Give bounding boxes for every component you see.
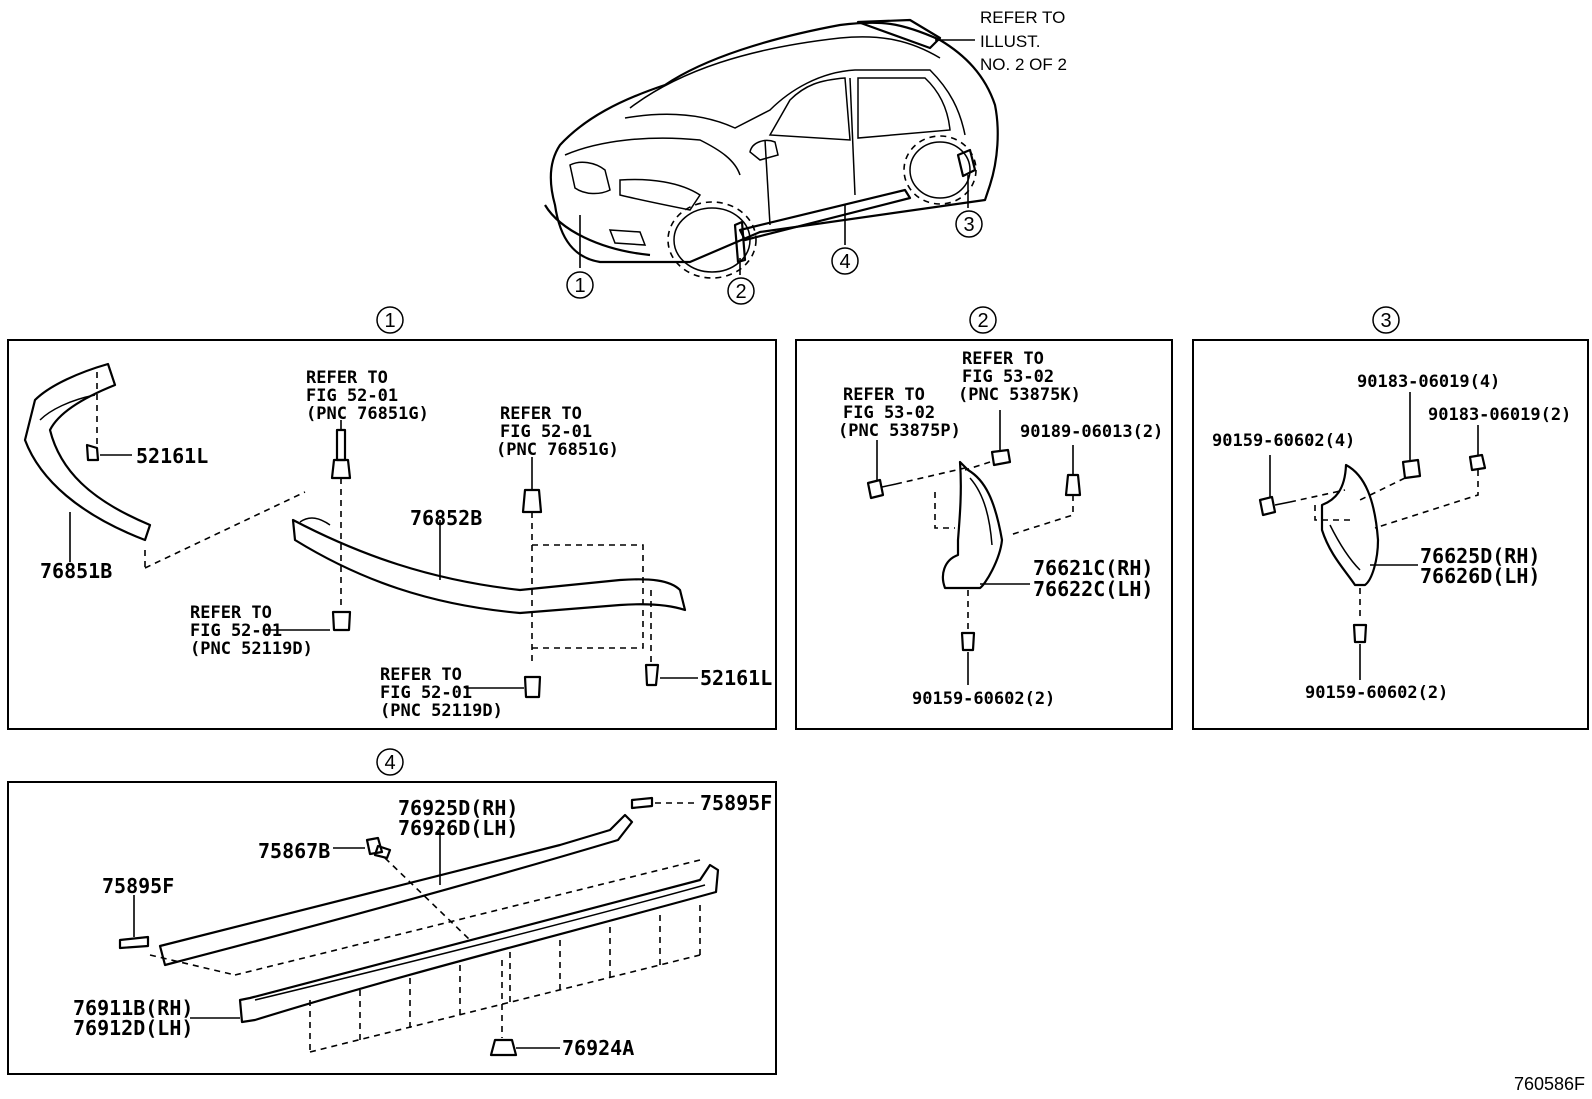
part-number-76924A: 76924A [562, 1036, 634, 1060]
panel2-ref-a-line1: REFER TO [962, 349, 1044, 369]
panel1-ref-a-line2: FIG 52-01 [306, 386, 398, 406]
part-number-75895F-right: 75895F [700, 791, 772, 815]
part-number-90189-06013: 90189-06013(2) [1020, 422, 1163, 442]
panel2-title: 2 [977, 310, 988, 332]
callout-circle-2 [727, 277, 755, 305]
part-76621C-mudguard [941, 460, 1004, 590]
callout-number-4: 4 [839, 251, 850, 273]
part-number-52161L-right: 52161L [700, 666, 772, 690]
part-number-90159-60602-4: 90159-60602(4) [1212, 431, 1355, 451]
part-76851B-lip [23, 362, 152, 542]
panel3-frame [1192, 339, 1589, 730]
panel1-ref-a-line1: REFER TO [306, 368, 388, 388]
panel2-ref-a-line2: FIG 53-02 [962, 367, 1054, 387]
panel4-title-circle [376, 748, 404, 776]
part-number-90159-60602-p3: 90159-60602(2) [1305, 683, 1448, 703]
panel2-parts [866, 410, 1082, 685]
panel4-parts [118, 796, 720, 1057]
panel1-title: 1 [384, 310, 395, 332]
figure-code: 760586F [1514, 1074, 1585, 1094]
panel1-ref-c-line2: FIG 52-01 [190, 621, 282, 641]
part-number-76851B: 76851B [40, 559, 112, 583]
top-note-line-2: ILLUST. [980, 32, 1040, 51]
part-number-90159-60602-p2: 90159-60602(2) [912, 689, 1055, 709]
part-number-76621C: 76621C(RH) [1033, 556, 1153, 580]
callout-circle-4 [831, 247, 859, 275]
part-number-76912D: 76912D(LH) [73, 1016, 193, 1040]
panel1-ref-b-line1: REFER TO [500, 404, 582, 424]
panel2-ref-b-line3: (PNC 53875P) [838, 421, 961, 441]
panel3-title-circle [1372, 306, 1400, 334]
car-overview-illustration [544, 18, 999, 305]
part-number-76852B: 76852B [410, 506, 482, 530]
panel4-title: 4 [384, 752, 395, 774]
panel3-parts [1258, 392, 1487, 680]
panel1-ref-c-line3: (PNC 52119D) [190, 639, 313, 659]
part-76911B-rocker [238, 863, 720, 1024]
callout-number-2: 2 [735, 281, 746, 303]
part-76852B [291, 518, 687, 615]
top-note-line-1: REFER TO [980, 8, 1065, 27]
panel1-ref-d-line1: REFER TO [380, 665, 462, 685]
part-number-76925D: 76925D(RH) [398, 796, 518, 820]
panel1-ref-d-line2: FIG 52-01 [380, 683, 472, 703]
panel2-frame [795, 339, 1173, 730]
panel1-ref-b-line3: (PNC 76851G) [496, 440, 619, 460]
panel1-title-circle [376, 306, 404, 334]
panel1-ref-a-line3: (PNC 76851G) [306, 404, 429, 424]
panel1-ref-d-line3: (PNC 52119D) [380, 701, 503, 721]
part-76925D-strip [158, 813, 634, 967]
panel2-title-circle [969, 306, 997, 334]
part-number-76926D: 76926D(LH) [398, 816, 518, 840]
part-76625D-mudguard [1320, 463, 1380, 587]
panel1-frame [7, 339, 777, 730]
panel2-ref-b-line2: FIG 53-02 [843, 403, 935, 423]
panel4-frame [7, 781, 777, 1075]
part-number-75867B: 75867B [258, 839, 330, 863]
part-number-90183-06019-4: 90183-06019(4) [1357, 372, 1500, 392]
callout-circle-3 [955, 210, 983, 238]
part-number-75895F-left: 75895F [102, 874, 174, 898]
panel2-ref-b-line1: REFER TO [843, 385, 925, 405]
part-number-90183-06019-2: 90183-06019(2) [1428, 405, 1571, 425]
part-number-76626D: 76626D(LH) [1420, 564, 1540, 588]
top-note-line-3: NO. 2 OF 2 [980, 55, 1067, 74]
part-number-76911B: 76911B(RH) [73, 996, 193, 1020]
panel1-parts [23, 362, 698, 699]
panel3-title: 3 [1380, 310, 1391, 332]
callout-number-1: 1 [574, 275, 585, 297]
callout-number-3: 3 [963, 214, 974, 236]
panel1-ref-b-line2: FIG 52-01 [500, 422, 592, 442]
panel2-ref-a-line3: (PNC 53875K) [958, 385, 1081, 405]
part-number-52161L-left: 52161L [136, 444, 208, 468]
callout-circle-1 [566, 271, 594, 299]
part-number-76625D: 76625D(RH) [1420, 544, 1540, 568]
part-number-76622C: 76622C(LH) [1033, 577, 1153, 601]
panel1-ref-c-line1: REFER TO [190, 603, 272, 623]
